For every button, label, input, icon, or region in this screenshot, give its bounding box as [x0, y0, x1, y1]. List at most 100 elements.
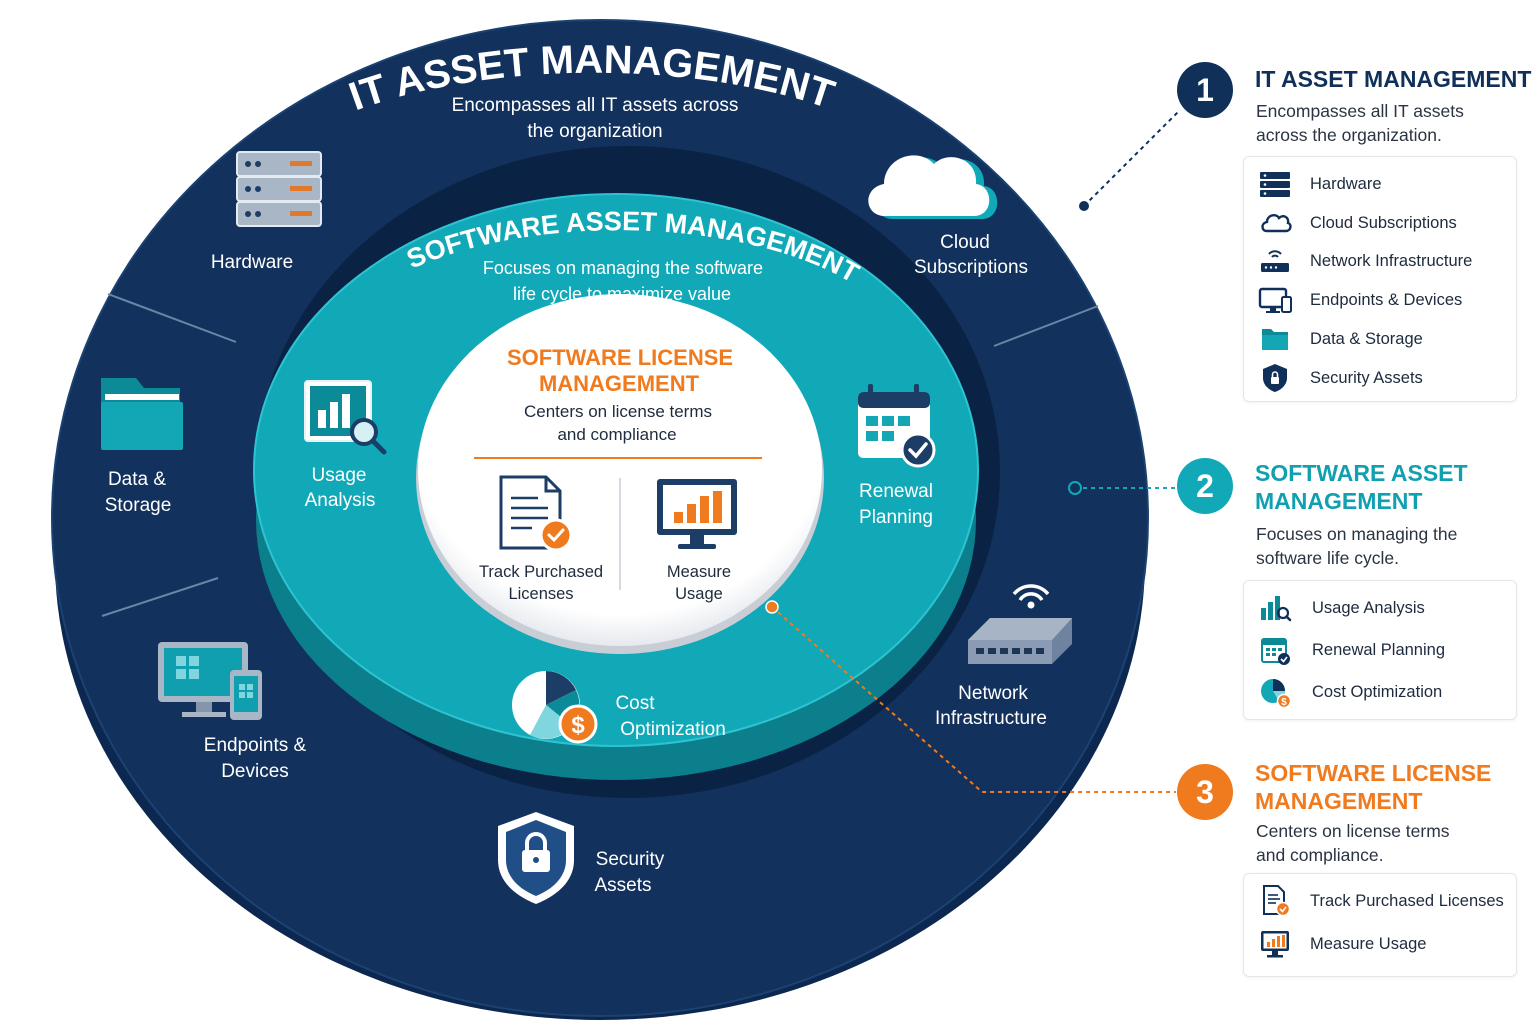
legend-label: Endpoints & Devices: [1310, 291, 1463, 309]
svg-text:$: $: [1281, 697, 1287, 708]
data-label-2: Storage: [105, 495, 172, 516]
endpoints-label-1: Endpoints &: [204, 735, 307, 756]
legend-label: Network Infrastructure: [1310, 252, 1473, 270]
center-title-1: SOFTWARE LICENSE: [507, 345, 733, 370]
center-desc-1: Centers on license terms: [524, 402, 712, 421]
connector-3: [765, 600, 1176, 793]
divider-line: [107, 293, 237, 343]
divider-line: [101, 577, 219, 617]
data-storage-item: Data & Storage: [101, 378, 183, 516]
legend-label: Measure Usage: [1310, 935, 1427, 953]
renewal-label-1: Renewal: [859, 481, 933, 502]
network-label-2: Infrastructure: [935, 708, 1047, 729]
section-2-desc-1: Focuses on managing the: [1256, 524, 1458, 544]
monitor-chart-icon: [1261, 931, 1289, 958]
shield-icon: [1263, 364, 1287, 392]
legend-item-network: Network Infrastructure: [1244, 244, 1516, 278]
usage-analysis-item: Usage Analysis: [304, 380, 387, 511]
chart-magnifier-icon: [304, 380, 387, 455]
legend-label: Cloud Subscriptions: [1310, 214, 1457, 232]
cost-optimization-item: $ Cost Optimization: [512, 671, 726, 744]
monitor-icon: [1258, 287, 1292, 313]
center-title-2: MANAGEMENT: [539, 371, 700, 396]
section-1-desc-2: across the organization.: [1256, 125, 1442, 145]
section-2-number-badge: 2: [1177, 458, 1233, 514]
cloud-label-1: Cloud: [940, 232, 990, 253]
connector-2: [1068, 481, 1176, 495]
legend-item-hardware: Hardware: [1244, 167, 1516, 201]
data-label-1: Data &: [108, 469, 166, 490]
network-switch-icon: [968, 584, 1072, 664]
section-1-number-badge: 1: [1177, 62, 1233, 118]
section-3-title-2: MANAGEMENT: [1255, 788, 1423, 814]
cloud-icon: [1261, 214, 1292, 233]
cost-label-1: Cost: [615, 693, 655, 714]
endpoints-label-2: Devices: [221, 761, 289, 782]
hardware-item: Hardware: [211, 151, 322, 273]
legend-item-cost: $ Cost Optimization: [1244, 675, 1516, 709]
network-item: Network Infrastructure: [935, 584, 1072, 729]
calendar-icon: [1261, 638, 1290, 665]
legend-label: Cost Optimization: [1312, 683, 1443, 701]
measure-label-1: Measure: [667, 563, 731, 581]
legend-label: Usage Analysis: [1312, 599, 1425, 617]
endpoints-item: Endpoints & Devices: [158, 642, 307, 782]
pie-dollar-icon: $: [512, 671, 598, 744]
middle-ring-desc-2: life cycle to maximize value: [513, 284, 731, 304]
section-2-desc-2: software life cycle.: [1256, 548, 1399, 568]
section-2-title-1: SOFTWARE ASSET: [1255, 460, 1468, 486]
legend-label: Hardware: [1310, 175, 1382, 193]
section-3-desc-2: and compliance.: [1256, 845, 1384, 865]
legend-item-renewal: Renewal Planning: [1244, 633, 1516, 667]
outer-ring-desc-2: the organization: [527, 121, 662, 142]
usage-label-1: Usage: [312, 465, 367, 486]
legend-label: Track Purchased Licenses: [1310, 892, 1504, 910]
section-3-desc-1: Centers on license terms: [1256, 821, 1450, 841]
middle-ring-desc-1: Focuses on managing the software: [483, 258, 763, 278]
divider-line: [993, 305, 1099, 347]
legend-item-track: Track Purchased Licenses: [1244, 884, 1516, 918]
server-rack-icon: [236, 151, 322, 227]
network-label-1: Network: [958, 683, 1028, 704]
legend-item-measure: Measure Usage: [1244, 927, 1516, 961]
calendar-check-icon: [858, 384, 936, 468]
measure-label-2: Usage: [675, 585, 723, 603]
cloud-icon: [868, 155, 998, 219]
legend-item-security: Security Assets: [1244, 361, 1516, 395]
security-label-2: Assets: [594, 875, 651, 896]
section-1-desc-1: Encompasses all IT assets: [1256, 101, 1464, 121]
legend-item-data: Data & Storage: [1244, 322, 1516, 356]
cloud-label-2: Subscriptions: [914, 257, 1028, 278]
security-label-1: Security: [596, 849, 665, 870]
bar-chart-icon: [1261, 596, 1292, 622]
section-2-item-list: Usage Analysis Renewal Planning $ Cost O…: [1243, 580, 1517, 720]
usage-label-2: Analysis: [305, 490, 376, 511]
renewal-planning-item: Renewal Planning: [858, 384, 936, 528]
security-item: Security Assets: [498, 812, 665, 904]
section-3-number-badge: 3: [1177, 764, 1233, 820]
legend-item-endpoints: Endpoints & Devices: [1244, 283, 1516, 317]
center-license-management: SOFTWARE LICENSE MANAGEMENT Centers on l…: [474, 345, 762, 603]
pie-chart-icon: $: [1261, 679, 1292, 709]
renewal-label-2: Planning: [859, 507, 933, 528]
legend-label: Renewal Planning: [1312, 641, 1446, 659]
hardware-label: Hardware: [211, 252, 293, 273]
document-check-icon: [499, 475, 573, 552]
shield-lock-icon: [498, 812, 574, 904]
track-label-2: Licenses: [508, 585, 573, 603]
monitor-tablet-icon: [158, 642, 262, 720]
center-desc-2: and compliance: [557, 425, 676, 444]
middle-ring: [253, 193, 979, 780]
connector-1: [1079, 109, 1181, 211]
folder-icon: [101, 378, 183, 450]
section-3-item-list: Track Purchased Licenses Measure Usage: [1243, 873, 1517, 977]
router-icon: [1261, 250, 1289, 272]
section-2-title-2: MANAGEMENT: [1255, 488, 1423, 514]
legend-item-usage: Usage Analysis: [1244, 591, 1516, 625]
folder-icon: [1262, 329, 1288, 350]
outer-ring-desc-1: Encompasses all IT assets across: [452, 95, 739, 116]
monitor-chart-icon: [657, 479, 737, 549]
section-1-item-list: Hardware Cloud Subscriptions Network Inf…: [1243, 156, 1517, 402]
legend-item-cloud: Cloud Subscriptions: [1244, 206, 1516, 240]
